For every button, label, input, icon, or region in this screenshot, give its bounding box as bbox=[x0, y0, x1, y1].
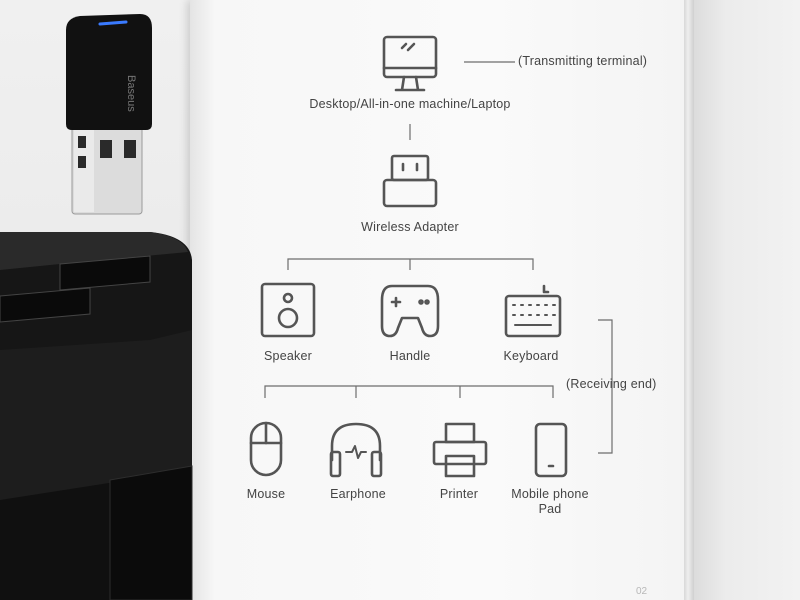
speaker-icon bbox=[260, 282, 316, 338]
usb-dongle-image: Baseus bbox=[66, 14, 152, 215]
keyboard-icon bbox=[504, 284, 562, 338]
power-strip-image bbox=[0, 232, 193, 600]
mobile-phone-icon bbox=[534, 422, 568, 478]
earphone-label: Earphone bbox=[330, 487, 386, 501]
mobile-phone-label: Mobile phone bbox=[511, 487, 589, 501]
printer-icon bbox=[432, 422, 488, 478]
brand-logo-text: Baseus bbox=[125, 75, 137, 112]
headphone-icon bbox=[329, 422, 383, 478]
row2-bracket-line bbox=[264, 385, 554, 398]
receiving-bracket-line bbox=[598, 319, 613, 454]
transmitting-terminal-label: (Transmitting terminal) bbox=[518, 54, 648, 68]
pad-label: Pad bbox=[538, 502, 562, 516]
printer-label: Printer bbox=[439, 487, 479, 501]
wireless-adapter-label: Wireless Adapter bbox=[361, 220, 459, 234]
receiving-end-label: (Receiving end) bbox=[566, 377, 657, 391]
desk-surface bbox=[694, 0, 800, 600]
speaker-label: Speaker bbox=[264, 349, 312, 363]
gamepad-icon bbox=[380, 284, 440, 338]
monitor-icon bbox=[382, 35, 438, 92]
mouse-label: Mouse bbox=[246, 487, 286, 501]
page-number: 02 bbox=[636, 586, 648, 597]
mouse-icon bbox=[249, 421, 283, 477]
handle-label: Handle bbox=[389, 349, 431, 363]
keyboard-label: Keyboard bbox=[503, 349, 559, 363]
source-device-label: Desktop/All-in-one machine/Laptop bbox=[309, 97, 511, 111]
page-edge bbox=[684, 0, 694, 600]
usb-adapter-icon bbox=[382, 154, 438, 208]
